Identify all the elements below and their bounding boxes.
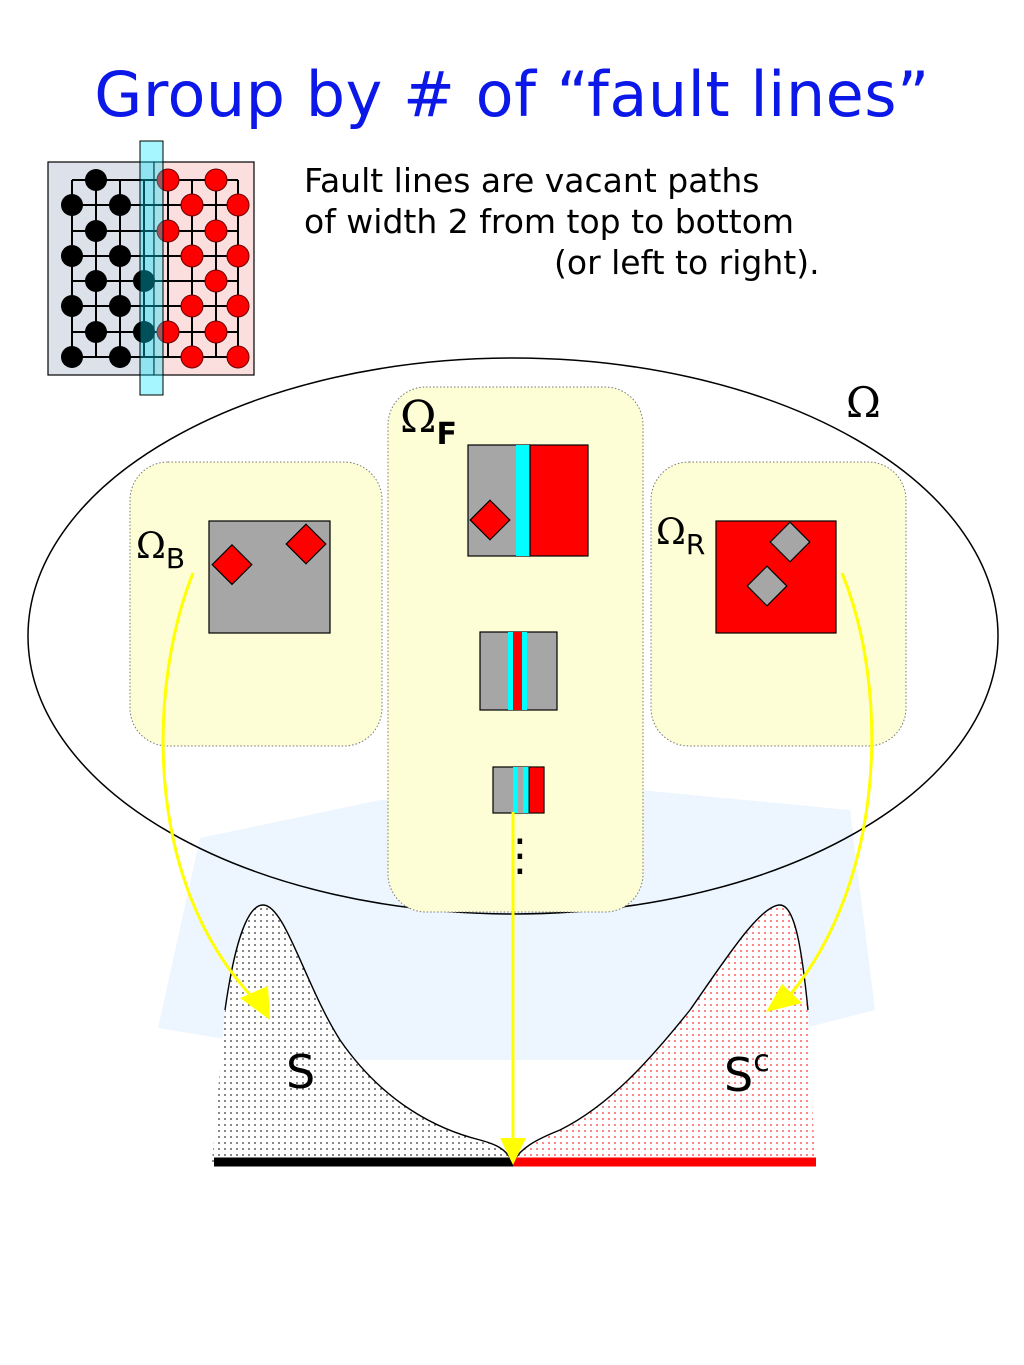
arrow-head-s <box>240 986 270 1020</box>
omega-f-symbol: Ω <box>400 392 437 443</box>
omega-r-subscript: R <box>685 528 706 561</box>
omega-b-label: ΩB <box>136 526 185 575</box>
arrow-head-sc <box>766 984 802 1012</box>
s-region-fill <box>212 905 513 1162</box>
mapping-arrows <box>161 572 874 1165</box>
ellipsis-dots: ⋮ <box>498 830 542 881</box>
omega-f-label: ΩF <box>400 392 457 452</box>
arrow-omega-r-to-sc <box>788 572 874 996</box>
omega-f-configuration-3 <box>492 766 545 814</box>
page-title: Group by # of “fault lines” <box>94 58 930 131</box>
sc-base: S <box>724 1048 754 1102</box>
red-spins <box>156 168 250 369</box>
black-region-box <box>47 161 155 376</box>
omega-b-configuration <box>208 520 331 634</box>
omega-label: Ω <box>846 378 881 427</box>
omega-r-label: ΩR <box>656 512 705 561</box>
arrow-omega-b-to-s <box>161 572 257 1002</box>
sc-superscript: c <box>753 1044 770 1079</box>
omega-b-subscript: B <box>165 542 186 575</box>
omega-f-subscript: F <box>436 417 457 452</box>
omega-f-configuration-2 <box>479 631 558 711</box>
omega-f-configuration-1 <box>467 444 589 557</box>
description-line-2: of width 2 from top to bottom <box>304 202 795 241</box>
omega-r-symbol: Ω <box>656 512 686 553</box>
s-label: S <box>286 1045 316 1099</box>
arrow-head-boundary <box>500 1138 526 1165</box>
backdrop-shape <box>158 790 875 1060</box>
sc-region-fill <box>513 905 815 1162</box>
black-spins <box>61 169 155 368</box>
sc-label: Sc <box>724 1044 770 1102</box>
omega-r-configuration <box>715 520 837 634</box>
description-line-3: (or left to right). <box>554 243 820 282</box>
omega-b-symbol: Ω <box>136 526 166 567</box>
lattice-thumbnail <box>47 140 255 396</box>
fault-line-strip <box>139 140 164 396</box>
fault-line-description: Fault lines are vacant paths of width 2 … <box>304 160 904 283</box>
description-line-1: Fault lines are vacant paths <box>304 161 760 200</box>
